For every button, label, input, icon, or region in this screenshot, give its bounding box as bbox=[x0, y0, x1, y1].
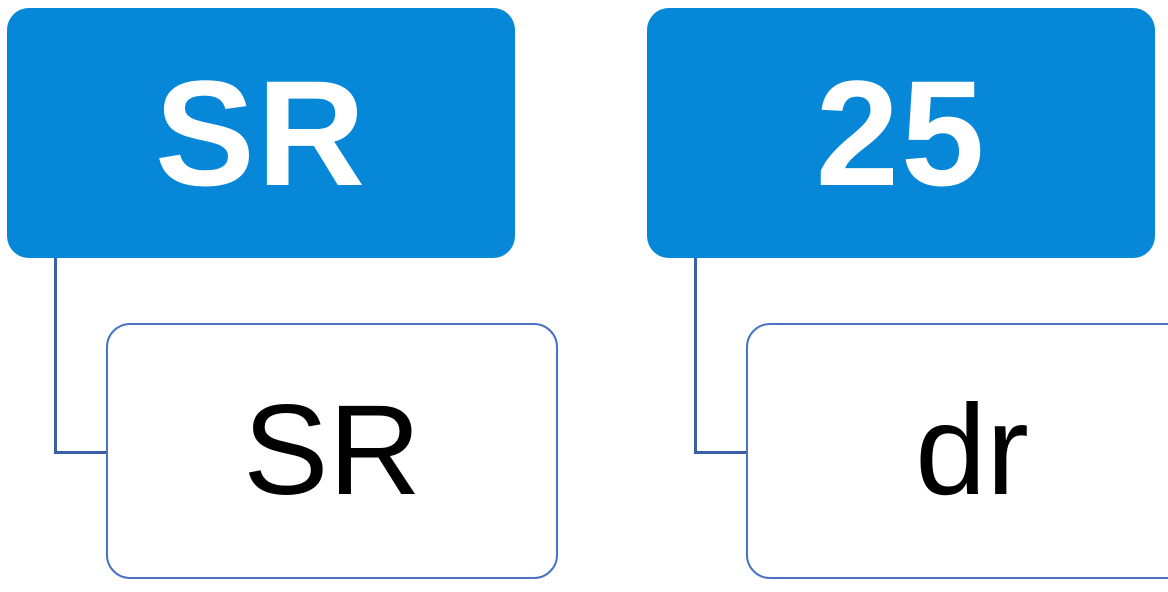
parent-label-1: SR bbox=[154, 49, 368, 217]
connector-line-2 bbox=[694, 258, 746, 454]
parent-box-2: 25 bbox=[647, 8, 1155, 258]
child-label-2: dr bbox=[915, 379, 1029, 522]
parent-box-1: SR bbox=[7, 8, 515, 258]
parent-label-2: 25 bbox=[815, 49, 987, 217]
diagram-group-1: SR SR bbox=[0, 0, 560, 592]
child-box-1: SR bbox=[106, 323, 558, 579]
connector-line-1 bbox=[54, 258, 106, 454]
diagram-group-2: 25 dr bbox=[640, 0, 1168, 592]
child-label-1: SR bbox=[243, 379, 421, 522]
child-box-2: dr bbox=[746, 323, 1168, 579]
